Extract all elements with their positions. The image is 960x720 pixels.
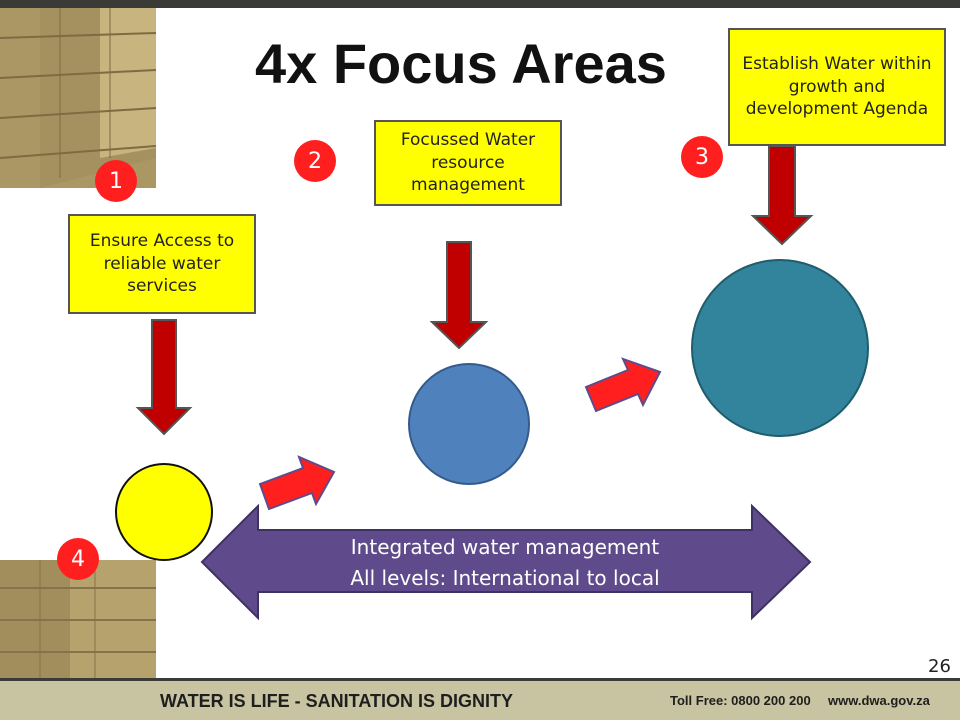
badge-1: 1 (95, 160, 137, 202)
top-border (0, 0, 960, 8)
slide-title: 4x Focus Areas (255, 32, 667, 95)
step-arrow-2 (584, 357, 662, 413)
step-arrow-1 (258, 455, 336, 511)
circle-yellow (115, 463, 213, 561)
page-number: 26 (928, 656, 951, 677)
circle-teal (691, 259, 869, 437)
focus-box-3-text: Establish Water within growth and develo… (742, 53, 932, 120)
down-arrow-2 (429, 241, 489, 350)
footer-toll-free: Toll Free: 0800 200 200 (670, 693, 811, 708)
focus-box-1: Ensure Access to reliable water services (68, 214, 256, 314)
badge-4: 4 (57, 538, 99, 580)
double-arrow-label: Integrated water management All levels: … (260, 532, 750, 594)
focus-box-2: Focussed Water resource management (374, 120, 562, 206)
focus-box-3: Establish Water within growth and develo… (728, 28, 946, 146)
background-building-image-lower (0, 560, 156, 678)
badge-2: 2 (294, 140, 336, 182)
down-arrow-1 (135, 319, 193, 436)
footer-bar: WATER IS LIFE - SANITATION IS DIGNITY To… (0, 678, 960, 720)
double-arrow (200, 503, 812, 621)
down-arrow-3 (750, 145, 814, 246)
focus-box-2-text: Focussed Water resource management (400, 129, 536, 196)
double-arrow-line-1: Integrated water management (350, 535, 660, 559)
double-arrow-line-2: All levels: International to local (350, 566, 660, 590)
focus-box-1-text: Ensure Access to reliable water services (89, 230, 235, 297)
circle-blue (408, 363, 530, 485)
badge-3: 3 (681, 136, 723, 178)
footer-slogan: WATER IS LIFE - SANITATION IS DIGNITY (160, 691, 513, 711)
footer-website: www.dwa.gov.za (828, 693, 930, 708)
